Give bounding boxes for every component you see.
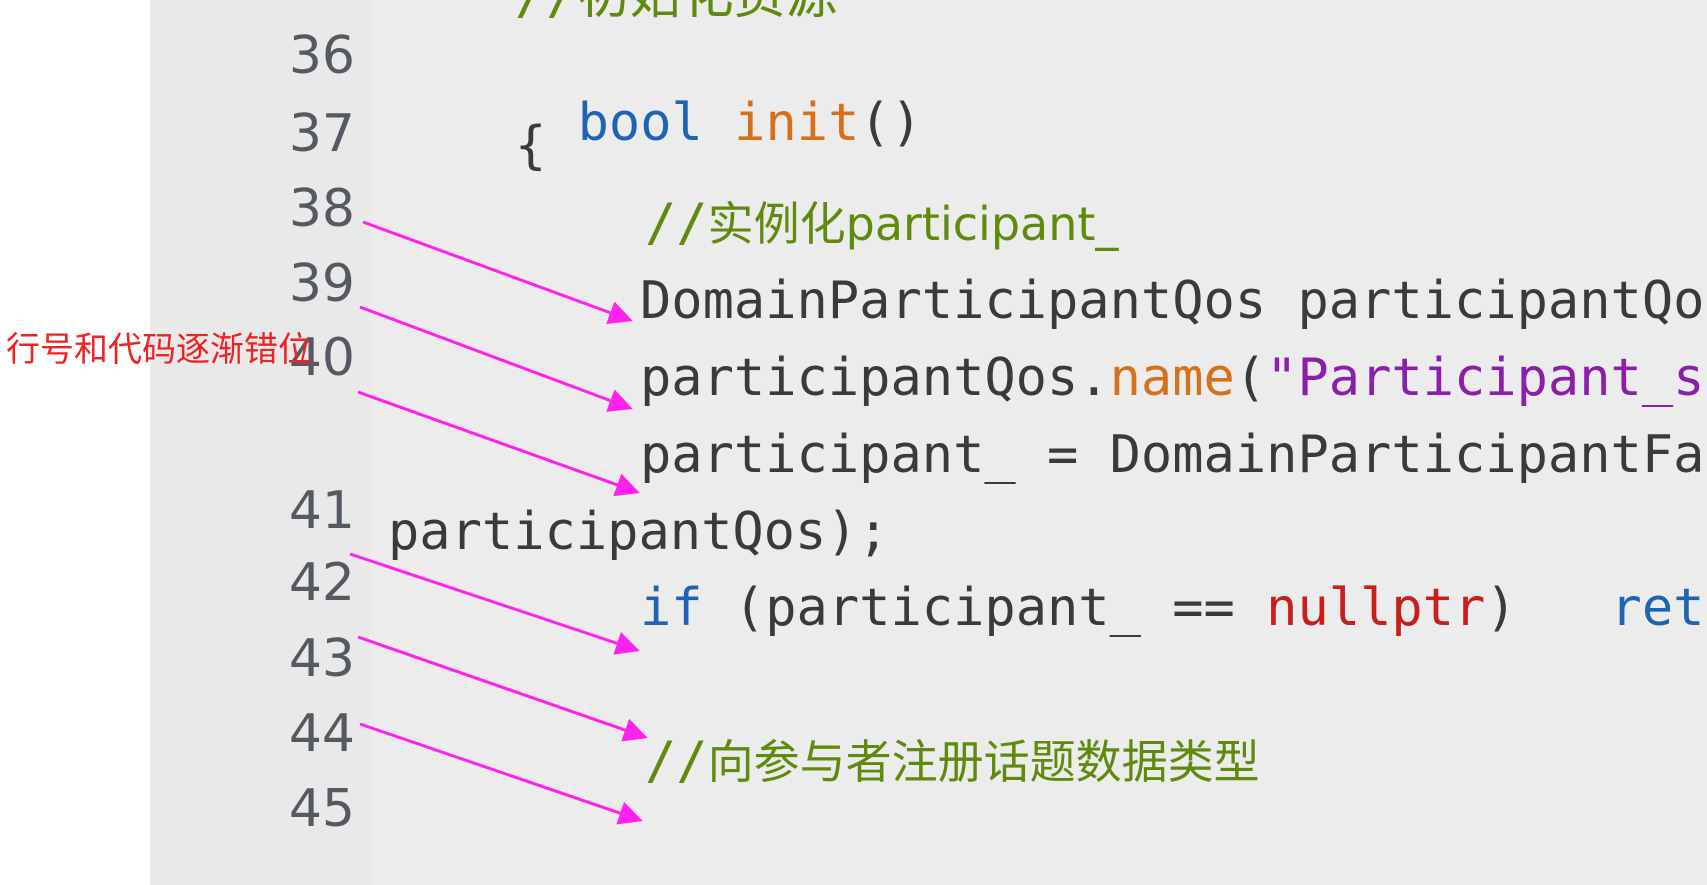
code-line-37: { [515,116,547,176]
arrow-line-40 [357,390,640,497]
arrow-line-39 [359,305,633,412]
line-number: 36 [288,26,355,86]
line-number: 44 [288,704,355,764]
comment-slashes: // [645,731,708,791]
code-close-paren: ) [1485,578,1517,638]
code-function: init [734,93,860,153]
code-text: () [859,93,923,153]
arrow-line-43 [359,722,643,825]
line-number: 45 [288,779,355,839]
code-line-40-wrapped: participantQos); [388,502,889,562]
line-number: 42 [288,553,355,613]
code-line-36: bool init() [515,45,922,149]
code-nullptr: nullptr [1266,578,1486,638]
line-number-gutter [150,0,370,885]
code-comment-partial: //初始化资源 [515,0,838,22]
line-number: 37 [288,104,355,164]
code-editor-area [370,0,1707,885]
line-number: 43 [288,629,355,689]
code-line-40: participantQos.name("Participant_s [640,352,1704,404]
code-line-40-continued: participant_ = DomainParticipantFa [640,425,1705,485]
comment-text: 实例化participant_ [707,197,1119,251]
comment-text: 向参与者注册话题数据类型 [707,735,1260,789]
code-object: participantQos. [640,348,1110,408]
code-line-39: DomainParticipantQos participantQo [640,271,1705,331]
arrow-line-38 [362,220,633,325]
code-line-38: //实例化participant_ [645,197,1118,249]
comment-slashes: // [645,193,708,253]
code-keyword: if [640,578,703,638]
code-method: name [1109,348,1235,408]
arrow-line-42 [357,635,648,742]
code-line-44: //向参与者注册话题数据类型 [645,735,1260,787]
code-keyword: bool [577,93,703,153]
arrow-line-41 [349,552,640,655]
line-number: 38 [288,179,355,239]
code-paren: ( [1234,348,1267,408]
misalignment-annotation: 行号和代码逐渐错位 [6,330,312,370]
code-return-keyword: ret [1610,578,1705,638]
line-number: 40 [288,328,355,388]
line-number: 39 [288,254,355,314]
line-number: 41 [288,481,355,541]
code-condition: (participant_ == [702,578,1267,638]
code-line-41: if (participant_ == nullptr) ret [640,582,1704,634]
code-string: "Participant_s [1266,348,1705,408]
